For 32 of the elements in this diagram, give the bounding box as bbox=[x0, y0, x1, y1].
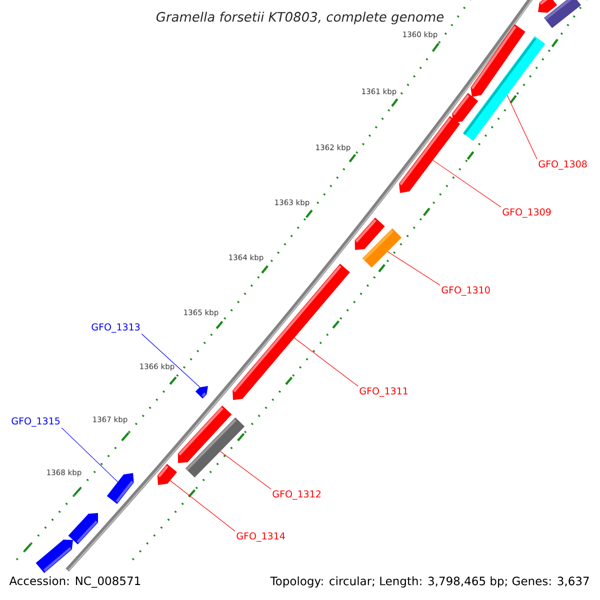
gene-block bbox=[36, 540, 73, 573]
leader-line bbox=[294, 338, 358, 386]
gene-label: GFO_1308 bbox=[538, 160, 587, 170]
gene-bar bbox=[544, 0, 582, 28]
gene-block bbox=[452, 93, 478, 123]
footer-text: Topology: circular; Length: 3,798,465 bp; Genes: 3,637 bbox=[270, 576, 589, 588]
leader-line bbox=[387, 251, 440, 286]
gene-bar bbox=[185, 417, 245, 478]
gene-block bbox=[68, 513, 98, 544]
gene-block bbox=[195, 386, 208, 399]
gene-label: GFO_1315 bbox=[12, 417, 60, 427]
gene-label: GFO_1311 bbox=[360, 387, 408, 397]
gene-block bbox=[538, 0, 558, 13]
gene-block bbox=[106, 473, 134, 504]
gene-label: GFO_1312 bbox=[272, 490, 320, 500]
gene-block bbox=[354, 218, 385, 250]
gene-label: GFO_1313 bbox=[92, 323, 140, 333]
gene-block bbox=[232, 264, 350, 400]
leader-line bbox=[220, 451, 272, 490]
gene-label: GFO_1310 bbox=[442, 286, 490, 296]
gene-label: GFO_1314 bbox=[236, 532, 285, 542]
gene-block bbox=[157, 464, 178, 485]
gene-block bbox=[399, 116, 460, 193]
leader-line bbox=[61, 428, 118, 482]
footer-text: Accession: NC_008571 bbox=[9, 576, 140, 588]
leader-line bbox=[506, 94, 538, 160]
title: Gramella forsetii KT0803, complete genome bbox=[156, 12, 444, 24]
gene-label: GFO_1309 bbox=[502, 208, 551, 218]
gene-bar bbox=[362, 228, 402, 268]
leader-line bbox=[432, 160, 502, 208]
leader-line bbox=[170, 480, 236, 532]
leader-line bbox=[141, 334, 200, 388]
